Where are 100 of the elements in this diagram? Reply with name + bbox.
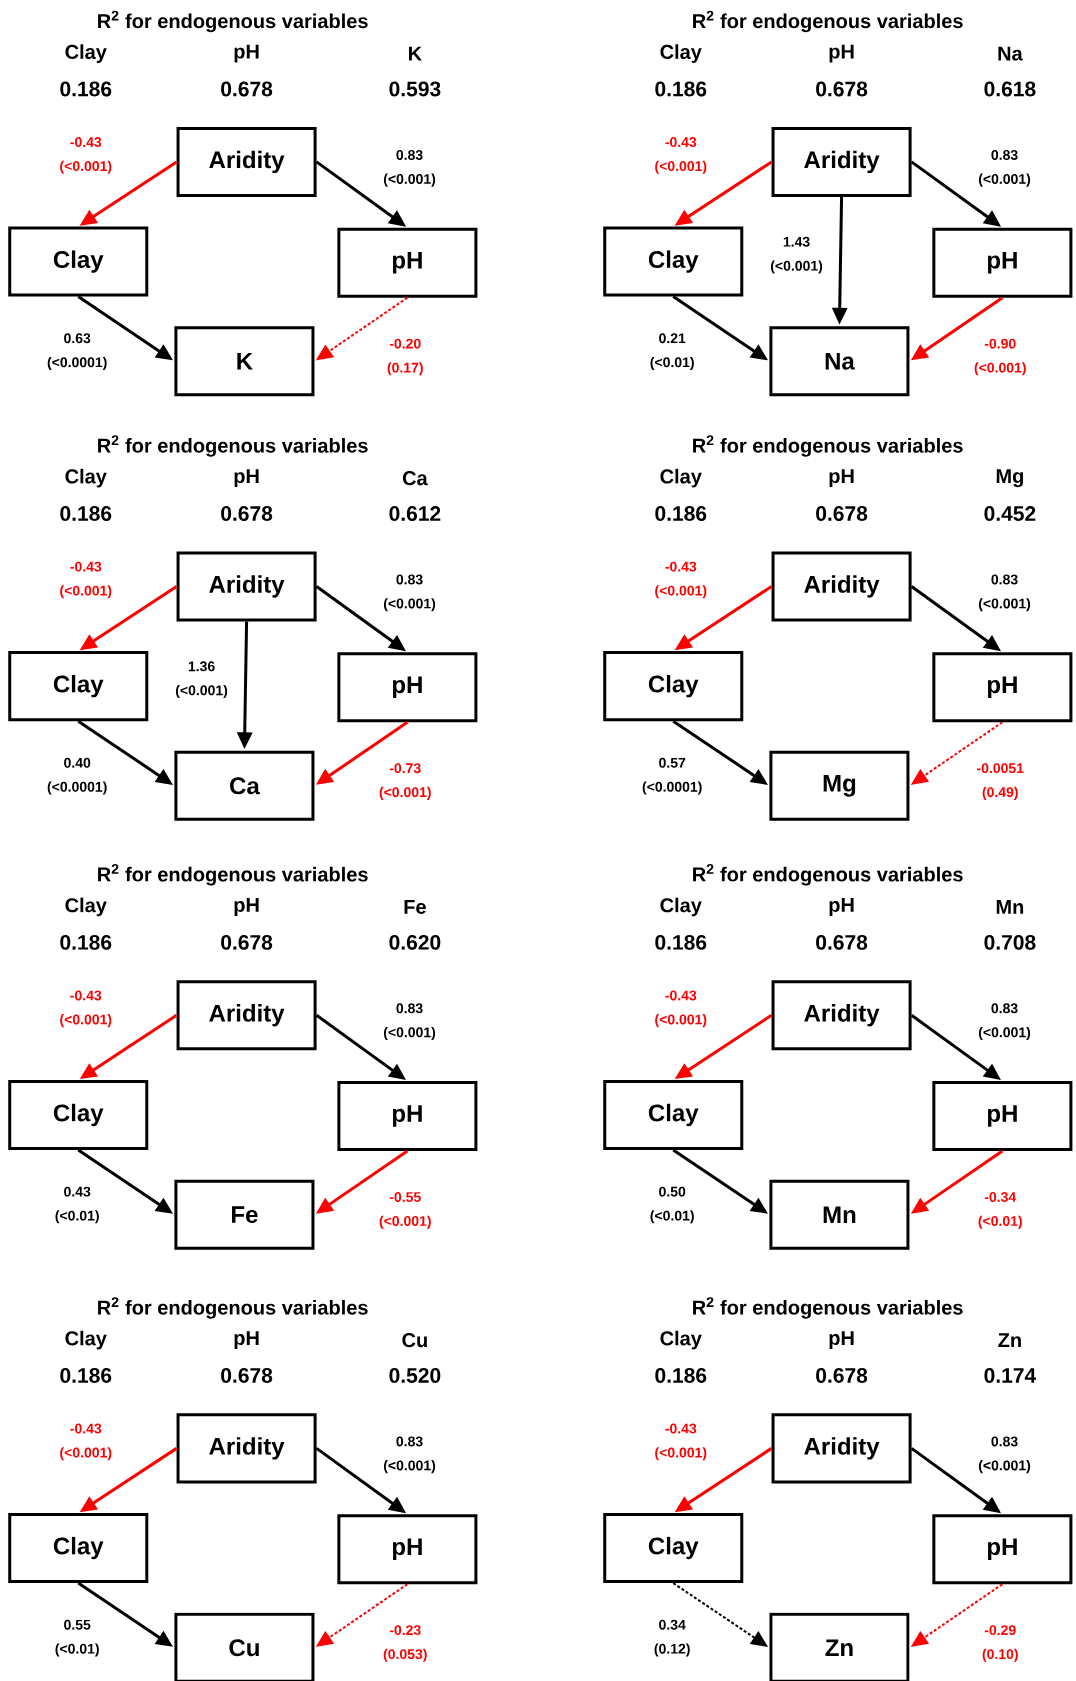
column-header: pH <box>234 469 259 488</box>
r-squared-value: 0.678 <box>815 81 867 97</box>
r-squared-value: 0.186 <box>60 81 112 97</box>
r-squared-value: 0.186 <box>655 1368 707 1383</box>
r-squared-value: 0.678 <box>815 1368 867 1383</box>
column-header: Clay <box>65 468 107 488</box>
path-coefficient: 0.55 (<0.01) <box>55 1619 99 1657</box>
path-coefficient: -0.43 (<0.001) <box>60 990 112 1028</box>
panel-heading: R$^{2}$ for endogenous variables <box>97 435 368 457</box>
variable-box: Aridity <box>771 1413 912 1484</box>
column-header: K <box>408 46 422 61</box>
r-squared-value: 0.678 <box>220 81 273 97</box>
r-squared-value: 0.174 <box>984 1368 1036 1383</box>
r-squared-value: 0.452 <box>984 506 1036 521</box>
variable-box: Clay <box>8 1079 149 1150</box>
column-header: Clay <box>65 897 107 917</box>
panel-heading: R$^{2}$ for endogenous variables <box>692 435 963 457</box>
r-squared-value: 0.186 <box>60 1368 112 1383</box>
column-header: pH <box>829 898 854 916</box>
path-coefficient: -0.23 (0.053) <box>383 1625 427 1662</box>
path-coefficient: 0.83 (<0.001) <box>978 1003 1030 1041</box>
path-coefficient: -0.90 (<0.001) <box>974 338 1026 376</box>
column-header: Clay <box>660 468 702 488</box>
variable-box: Cu <box>174 1612 315 1681</box>
column-header: Zn <box>998 1333 1021 1347</box>
column-header: pH <box>829 44 854 63</box>
variable-box: K <box>174 326 315 397</box>
r-squared-value: 0.612 <box>389 506 441 521</box>
column-header: Mn <box>996 900 1023 914</box>
variable-box: pH <box>932 1514 1073 1585</box>
r-squared-value: 0.678 <box>220 1368 273 1383</box>
variable-box: Clay <box>8 1513 149 1584</box>
variable-box: pH <box>337 1081 478 1152</box>
r-squared-value: 0.186 <box>655 934 707 950</box>
path-coefficient: 0.57 (<0.0001) <box>642 757 702 795</box>
r-squared-value: 0.618 <box>984 81 1036 97</box>
path-coefficient: 0.21 (<0.01) <box>650 333 694 370</box>
variable-box: Clay <box>603 226 744 297</box>
path-coefficient: -0.73 (<0.001) <box>379 763 431 800</box>
variable-box: Mn <box>769 1179 910 1250</box>
column-header: Clay <box>65 1330 107 1350</box>
panel-heading: R$^{2}$ for endogenous variables <box>97 1297 368 1319</box>
path-coefficient: 0.83 (<0.001) <box>978 149 1030 187</box>
path-coefficient: -0.43 (<0.001) <box>655 1423 707 1461</box>
path-coefficient: -0.43 (<0.001) <box>60 137 112 174</box>
r-squared-value: 0.593 <box>389 81 441 97</box>
variable-box: Aridity <box>771 551 912 622</box>
variable-box: pH <box>932 652 1073 723</box>
column-header: Clay <box>660 1330 702 1350</box>
path-coefficient: 0.40 (<0.0001) <box>47 757 107 795</box>
variable-box: Na <box>769 326 910 397</box>
column-header: Mg <box>996 469 1023 488</box>
variable-box: Clay <box>603 1079 744 1150</box>
path-coefficient: 0.83 (<0.001) <box>978 1436 1030 1474</box>
column-header: pH <box>829 1331 854 1350</box>
variable-box: Aridity <box>176 1413 317 1484</box>
path-coefficient: 0.83 (<0.001) <box>383 149 435 187</box>
variable-box: Aridity <box>771 980 912 1051</box>
path-coefficient: -0.43 (<0.001) <box>60 1423 112 1461</box>
column-header: Fe <box>404 900 426 914</box>
path-coefficient: 0.63 (<0.0001) <box>47 333 107 370</box>
path-coefficient: -0.29 (0.10) <box>982 1625 1018 1662</box>
column-header: pH <box>234 1331 259 1350</box>
column-header: Ca <box>402 471 428 486</box>
variable-box: Clay <box>8 226 149 297</box>
path-coefficient: -0.20 (0.17) <box>387 338 423 376</box>
variable-box: Clay <box>603 651 744 722</box>
path-coefficient: -0.43 (<0.001) <box>655 137 707 174</box>
panel-heading: R$^{2}$ for endogenous variables <box>692 1297 963 1319</box>
variable-box: pH <box>337 227 478 298</box>
column-header: Na <box>998 46 1023 61</box>
path-coefficient: 0.43 (<0.01) <box>55 1186 99 1224</box>
variable-box: Aridity <box>176 980 317 1051</box>
r-squared-value: 0.186 <box>655 81 707 97</box>
variable-box: pH <box>932 227 1073 298</box>
variable-box: Aridity <box>771 126 912 197</box>
variable-box: pH <box>932 1081 1073 1152</box>
r-squared-value: 0.186 <box>655 506 707 521</box>
path-coefficient: 1.43 (<0.001) <box>770 236 822 274</box>
path-coefficient: 0.83 (<0.001) <box>383 1436 435 1474</box>
column-header: pH <box>234 898 259 916</box>
panel-heading: R$^{2}$ for endogenous variables <box>97 10 368 33</box>
path-coefficient: 0.83 (<0.001) <box>383 574 435 612</box>
column-header: pH <box>234 44 259 63</box>
variable-box: pH <box>337 652 478 723</box>
variable-box: Ca <box>174 750 315 821</box>
variable-box: Mg <box>769 750 910 821</box>
r-squared-value: 0.678 <box>815 506 867 521</box>
r-squared-value: 0.186 <box>60 506 112 521</box>
column-header: pH <box>829 469 854 488</box>
path-coefficient: -0.55 (<0.001) <box>379 1192 431 1229</box>
path-coefficient: -0.34 (<0.01) <box>978 1192 1022 1229</box>
panel-heading: R$^{2}$ for endogenous variables <box>97 864 368 886</box>
r-squared-value: 0.186 <box>60 934 112 950</box>
variable-box: Zn <box>769 1612 910 1681</box>
path-coefficient: -0.0051 (0.49) <box>976 763 1024 800</box>
panel-heading: R$^{2}$ for endogenous variables <box>692 10 963 33</box>
variable-box: Clay <box>8 651 149 722</box>
column-header: Cu <box>402 1333 427 1348</box>
variable-box: pH <box>337 1514 478 1585</box>
